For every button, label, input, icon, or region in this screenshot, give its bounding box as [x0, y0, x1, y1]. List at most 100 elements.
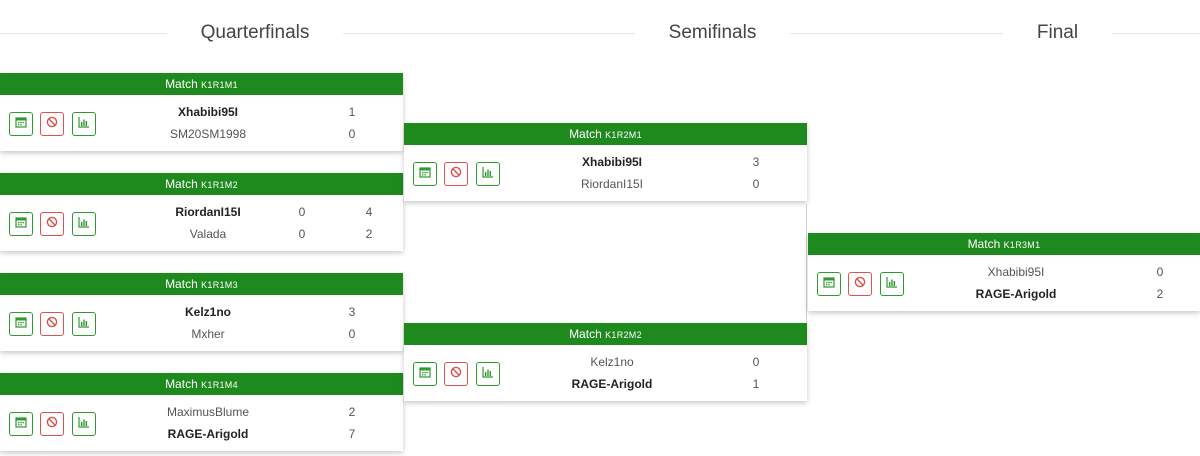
- calendar-icon: [823, 275, 835, 293]
- match-code: K1R2M1: [605, 130, 642, 140]
- player-score: 0: [1156, 265, 1164, 279]
- player-name: Xhabibi95I: [177, 105, 239, 119]
- ban-icon: [854, 275, 866, 293]
- divider: [343, 32, 510, 34]
- stats-button[interactable]: [476, 162, 500, 186]
- ban-icon: [46, 115, 58, 133]
- forfeit-button[interactable]: [40, 412, 64, 436]
- forfeit-button[interactable]: [40, 112, 64, 136]
- schedule-button[interactable]: [413, 362, 437, 386]
- match-card-k1r2m1: Match K1R2M1 Xhabibi95I 3 RiordanI15I 0: [404, 123, 807, 201]
- divider: [510, 32, 635, 34]
- chart-icon: [482, 165, 494, 183]
- calendar-icon: [15, 215, 27, 233]
- match-label: Match: [165, 177, 198, 191]
- player-score: 0: [348, 327, 356, 341]
- player-name: RAGE-Arigold: [571, 377, 653, 391]
- chart-icon: [78, 315, 90, 333]
- player-name: SM20SM1998: [169, 127, 247, 141]
- player-row: RiordanI15I 0 4: [0, 201, 403, 223]
- stats-button[interactable]: [72, 212, 96, 236]
- player-score: 2: [365, 227, 373, 241]
- forfeit-button[interactable]: [40, 312, 64, 336]
- match-card-k1r2m2: Match K1R2M2 Kelz1no 0 RAGE-Arigold 1: [404, 323, 807, 401]
- chart-icon: [78, 415, 90, 433]
- divider: [915, 32, 1003, 34]
- match-code: K1R1M2: [201, 180, 238, 190]
- player-name: Mxher: [191, 327, 225, 341]
- round-title: Semifinals: [668, 22, 757, 43]
- schedule-button[interactable]: [817, 272, 841, 296]
- player-name: RiordanI15I: [175, 205, 241, 219]
- match-code: K1R1M3: [201, 280, 238, 290]
- stats-button[interactable]: [72, 412, 96, 436]
- match-code: K1R1M1: [201, 80, 238, 90]
- calendar-icon: [419, 165, 431, 183]
- player-row: RAGE-Arigold 1: [404, 373, 807, 395]
- calendar-icon: [419, 365, 431, 383]
- player-row: RAGE-Arigold 7: [0, 423, 403, 445]
- player-row: MaximusBlume 2: [0, 401, 403, 423]
- player-row: Xhabibi95I 3: [404, 151, 807, 173]
- stats-button[interactable]: [880, 272, 904, 296]
- chart-icon: [78, 115, 90, 133]
- player-score: 0: [348, 127, 356, 141]
- divider: [0, 32, 167, 34]
- player-name: Xhabibi95I: [581, 155, 643, 169]
- chart-icon: [886, 275, 898, 293]
- player-name: RAGE-Arigold: [975, 287, 1057, 301]
- player-row: Xhabibi95I 0: [808, 261, 1200, 283]
- match-header: Match K1R2M2: [404, 323, 807, 345]
- match-header: Match K1R2M1: [404, 123, 807, 145]
- player-score: 4: [365, 205, 373, 219]
- player-score-game: 0: [298, 227, 306, 241]
- match-code: K1R1M4: [201, 380, 238, 390]
- player-name: Kelz1no: [184, 305, 231, 319]
- player-row: Kelz1no 0: [404, 351, 807, 373]
- forfeit-button[interactable]: [444, 362, 468, 386]
- chart-icon: [482, 365, 494, 383]
- stats-button[interactable]: [476, 362, 500, 386]
- chart-icon: [78, 215, 90, 233]
- player-score-game: 0: [298, 205, 306, 219]
- player-score: 1: [348, 105, 356, 119]
- round-header-final: Final: [915, 18, 1200, 48]
- forfeit-button[interactable]: [444, 162, 468, 186]
- player-row: RAGE-Arigold 2: [808, 283, 1200, 305]
- round-header-quarterfinals: Quarterfinals: [0, 18, 510, 48]
- player-score: 0: [752, 355, 760, 369]
- schedule-button[interactable]: [9, 412, 33, 436]
- round-title: Final: [1036, 22, 1079, 43]
- player-score: 2: [348, 405, 356, 419]
- player-row: Mxher 0: [0, 323, 403, 345]
- schedule-button[interactable]: [9, 312, 33, 336]
- ban-icon: [46, 315, 58, 333]
- player-score: 0: [752, 177, 760, 191]
- match-code: K1R2M2: [605, 330, 642, 340]
- ban-icon: [450, 165, 462, 183]
- match-header: Match K1R1M1: [0, 73, 403, 95]
- player-score: 2: [1156, 287, 1164, 301]
- ban-icon: [450, 365, 462, 383]
- match-label: Match: [967, 237, 1001, 251]
- match-label: Match: [165, 277, 198, 291]
- forfeit-button[interactable]: [40, 212, 64, 236]
- forfeit-button[interactable]: [848, 272, 872, 296]
- stats-button[interactable]: [72, 112, 96, 136]
- round-title: Quarterfinals: [200, 22, 310, 43]
- match-card-k1r1m3: Match K1R1M3 Kelz1no 3 Mxher 0: [0, 273, 403, 351]
- match-header: Match K1R1M3: [0, 273, 403, 295]
- schedule-button[interactable]: [9, 212, 33, 236]
- calendar-icon: [15, 415, 27, 433]
- divider: [790, 32, 915, 34]
- schedule-button[interactable]: [9, 112, 33, 136]
- calendar-icon: [15, 115, 27, 133]
- player-score: 3: [348, 305, 356, 319]
- stats-button[interactable]: [72, 312, 96, 336]
- bracket-connector: [806, 204, 807, 322]
- round-header-semifinals: Semifinals: [510, 18, 915, 48]
- schedule-button[interactable]: [413, 162, 437, 186]
- match-header: Match K1R1M4: [0, 373, 403, 395]
- player-name: RiordanI15I: [580, 177, 644, 191]
- match-header: Match K1R1M2: [0, 173, 403, 195]
